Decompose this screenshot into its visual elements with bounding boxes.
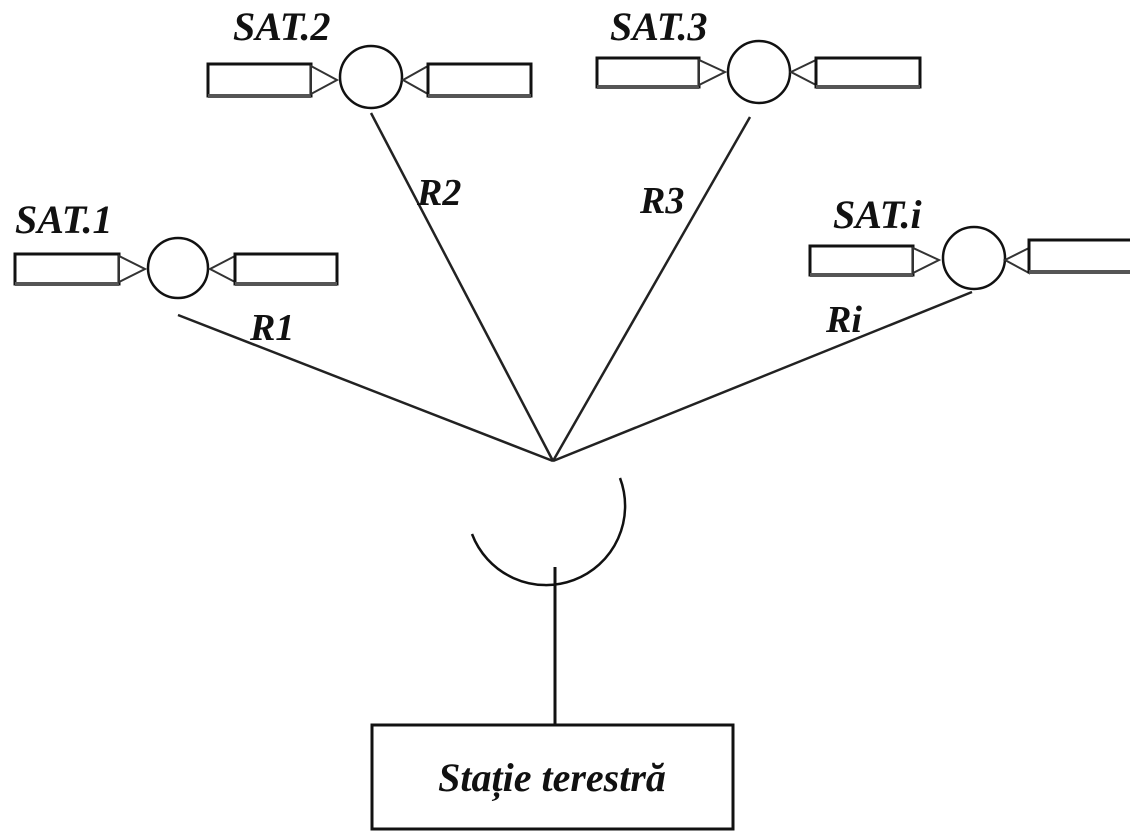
range-label-r2: R2	[416, 172, 461, 214]
satellite-1-right-panel	[233, 252, 339, 286]
satellite-2: SAT.2	[206, 4, 533, 110]
satellite-1-right-connector	[207, 254, 236, 284]
satellite-i-label: SAT.i	[833, 192, 922, 237]
satellite-1-left-panel	[13, 252, 121, 286]
satellite-1: SAT.1	[13, 197, 339, 300]
satellite-1-body	[146, 236, 210, 300]
link-r3	[551, 116, 752, 462]
satellite-2-label: SAT.2	[233, 4, 330, 49]
satellite-3: SAT.3	[595, 4, 922, 105]
satellite-2-body	[338, 44, 404, 110]
satellite-i-right-panel	[1027, 238, 1130, 274]
range-label-r1: R1	[249, 307, 294, 349]
satellite-i-body	[941, 225, 1007, 291]
range-label-r3: R3	[639, 180, 684, 222]
satellite-2-right-connector	[400, 64, 429, 96]
range-label-ri: Ri	[825, 299, 862, 341]
dish-antenna-icon	[470, 477, 627, 587]
satellite-i-left-panel	[808, 244, 915, 277]
link-r2	[369, 112, 555, 462]
satellite-2-left-panel	[206, 62, 313, 98]
link-r1	[177, 313, 554, 463]
satellite-1-left-connector	[118, 254, 148, 284]
satellite-3-left-panel	[595, 56, 701, 89]
ground-station-box	[370, 723, 735, 831]
satellite-3-right-panel	[814, 56, 922, 89]
satellite-3-body	[726, 39, 792, 105]
satellite-2-right-panel	[426, 62, 533, 98]
satellite-i: SAT.i	[808, 192, 1130, 291]
satellite-1-label: SAT.1	[15, 197, 112, 242]
satellite-i-right-connector	[1002, 246, 1030, 275]
satellite-3-right-connector	[788, 58, 817, 87]
link-ri	[552, 290, 973, 463]
ground-station-label: Stație terestră	[438, 755, 666, 801]
satellite-i-left-connector	[912, 246, 942, 275]
satellite-2-left-connector	[310, 64, 340, 96]
satellite-3-label: SAT.3	[610, 4, 707, 49]
ground-station: Stație terestră	[370, 723, 735, 831]
satellite-3-left-connector	[698, 58, 728, 87]
